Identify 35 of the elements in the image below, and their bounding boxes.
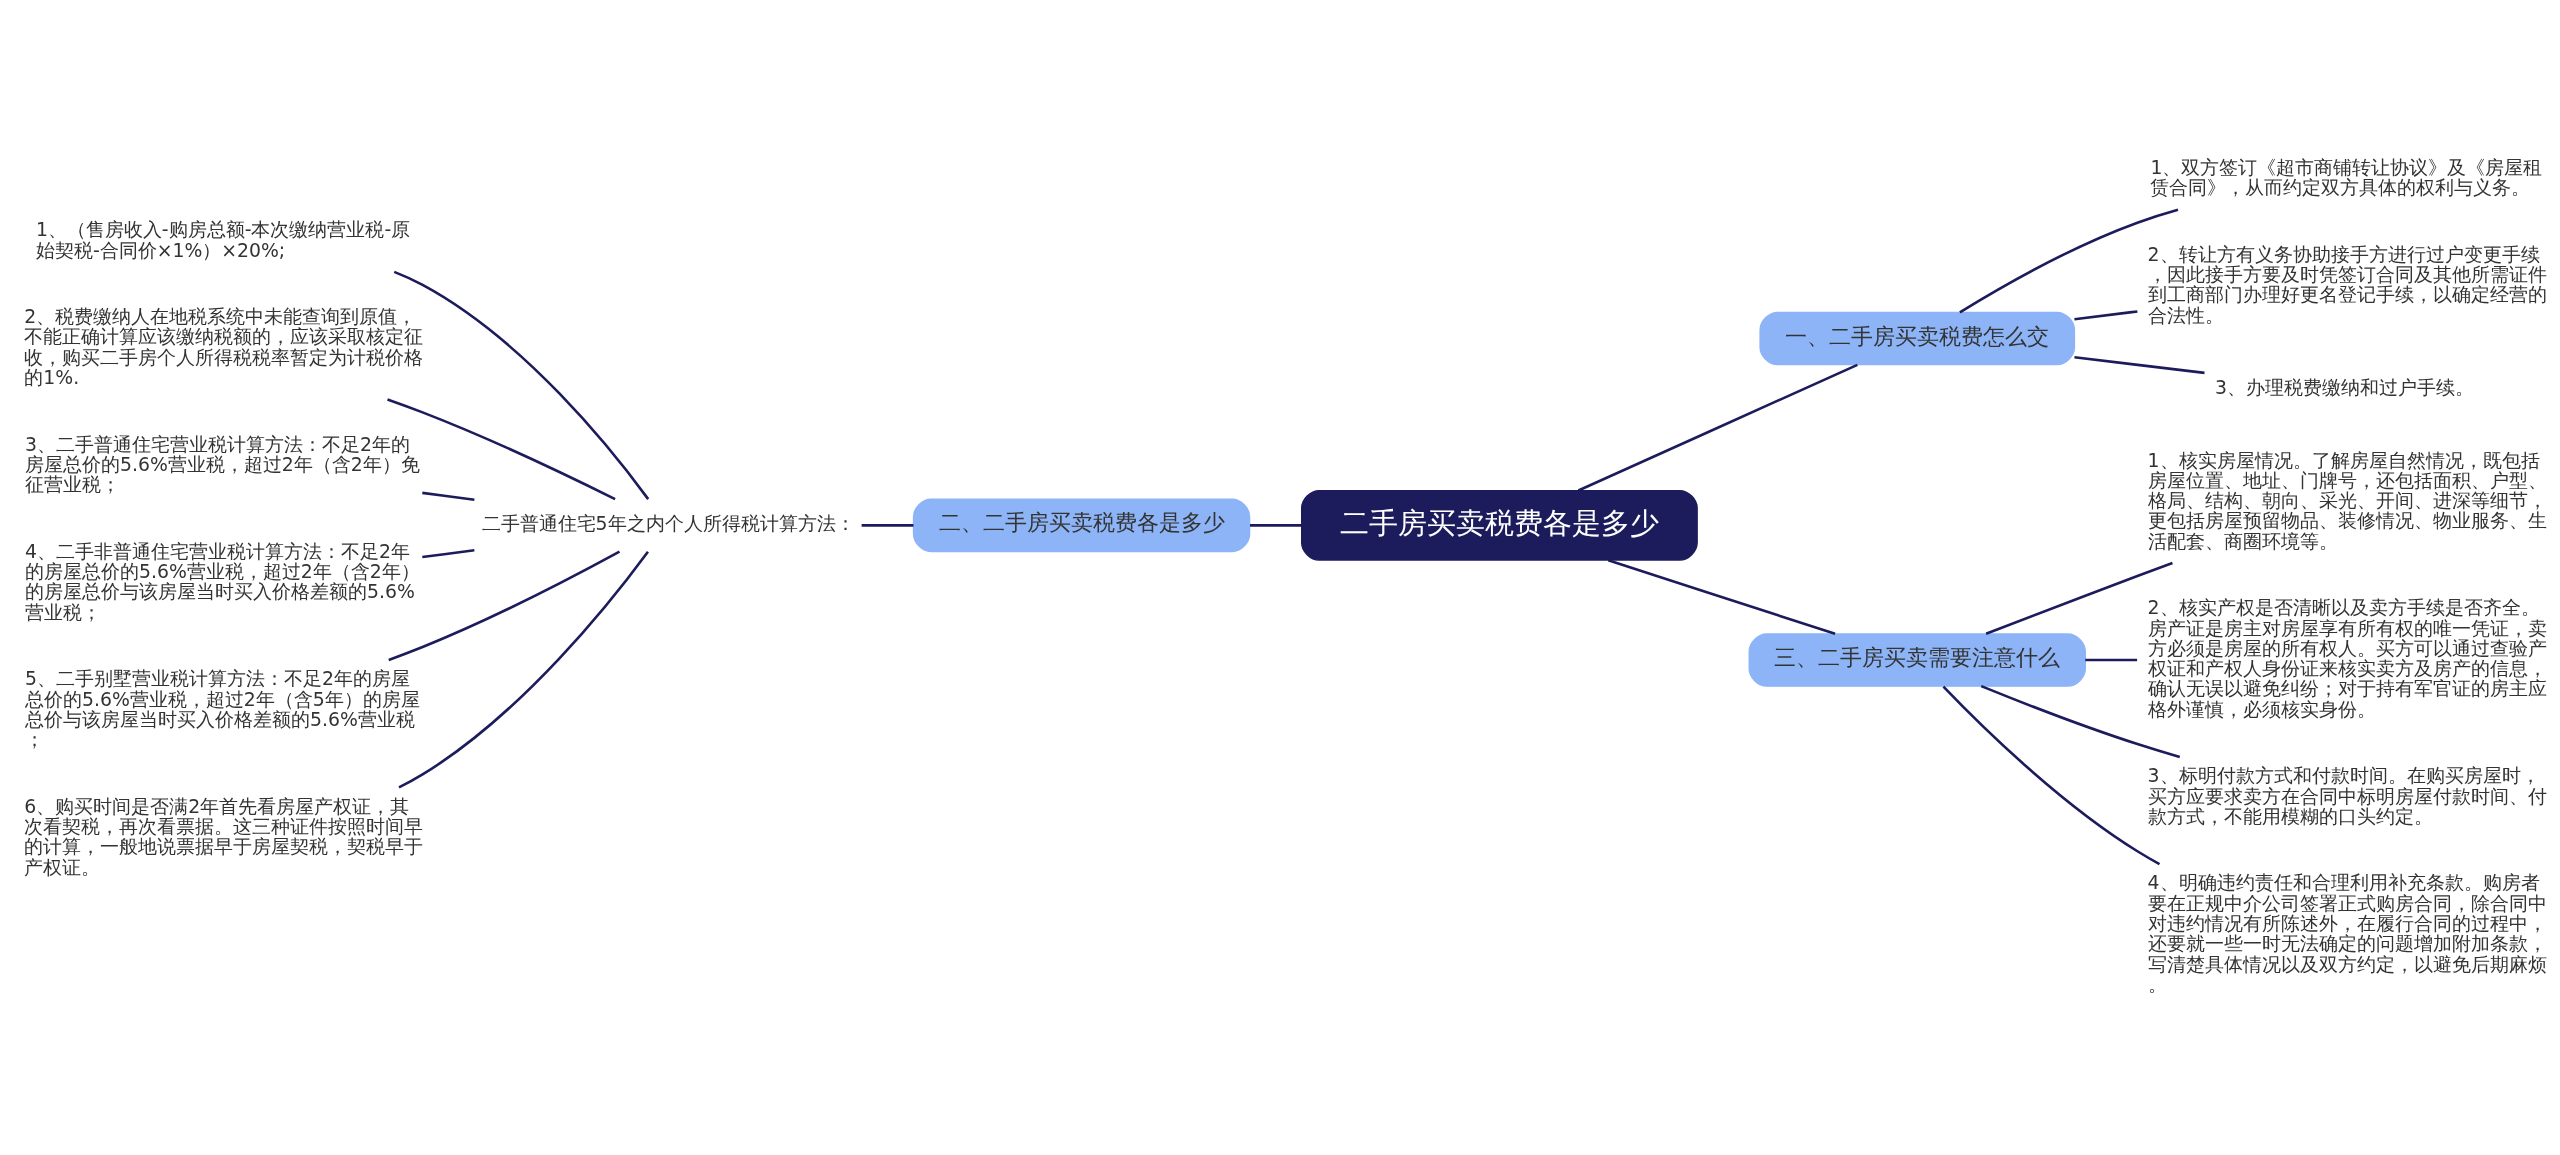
connector (1959, 208, 2179, 314)
node-text: 3、标明付款方式和付款时间。在购买房屋时，买方应要求卖方在合同中标明房屋付款时间、付款方式，不能用模糊的口头约定。 (2147, 765, 2547, 827)
node-text: 5、二手别墅营业税计算方法：不足2年的房屋总价的5.6%营业税，超过2年（含5年）的房屋总价与该房屋当时买入价格差额的5.6%营业税； (25, 668, 420, 751)
connector (393, 270, 650, 500)
connector (422, 491, 475, 502)
connector (861, 524, 914, 527)
node-text: 1、（售房收入-购房总额-本次缴纳营业税-原始契税-合同价×1%）×20%; (35, 219, 411, 261)
node-text: 1、双方签订《超市商铺转让协议》及《房屋租赁合同》，从而约定双方具体的权利与义务。 (2150, 156, 2543, 199)
connector (422, 549, 475, 559)
connector (2074, 355, 2205, 375)
node-text: 4、明确违约责任和合理利用补充条款。购房者要在正规中介公司签署正式购房合同，除合同中对违约情况有所陈述外，在履行合同的过程中，还要就一些一时无法确定的问题增加附加条款，写清楚具体情况以及双方约定，以避免后期麻烦。 (2147, 872, 2547, 995)
connector (387, 398, 616, 501)
node-text: 3、办理税费缴纳和过户手续。 (2214, 377, 2474, 399)
node-box: 二、二手房买卖税费各是多少 (912, 498, 1251, 553)
node-text: 2、转让方有义务协助接手方进行过户变更手续，因此接手方要及时凭签订合同及其他所需证件到工商部门办理好更名登记手续，以确定经营的合法性。 (2147, 243, 2547, 326)
node-box: 一、二手房买卖税费怎么交 (1759, 311, 2076, 366)
connector (2085, 658, 2138, 662)
connector (1985, 561, 2173, 636)
node-text: 2、核实产权是否清晰以及卖方手续是否齐全。房产证是房主对房屋享有所有权的唯一凭证，卖方必须是房屋的所有权人。买方可以通过查验产权证和产权人身份证来核实卖方及房产的信息，确认无误以避免纠纷；对于持有军官证的房主应格外谨慎，必须核实身份。 (2147, 597, 2547, 720)
node-text: 1、核实房屋情况。了解房屋自然情况，既包括房屋位置、地址、门牌号，还包括面积、户型、格局、结构、朝向、采光、开间、进深等细节，更包括房屋预留物品、装修情况、物业服务、生活配套、商圈环境等。 (2147, 449, 2547, 552)
connector (1980, 684, 2181, 759)
connector (1250, 524, 1302, 527)
connector (1577, 363, 1858, 492)
node-box: 二手房买卖税费各是多少 (1301, 489, 1698, 561)
node-text: 二手普通住宅5年之内个人所得税计算方法： (481, 513, 855, 535)
node-box: 三、二手房买卖需要注意什么 (1748, 633, 2086, 687)
connector (1942, 685, 2161, 866)
connector (388, 550, 621, 662)
node-text: 2、税费缴纳人在地税系统中未能查询到原值，不能正确计算应该缴纳税额的，应该采取核定征收，购买二手房个人所得税税率暂定为计税价格的1%. (24, 306, 424, 388)
node-text: 6、购买时间是否满2年首先看房屋产权证，其次看契税，再次看票据。这三种证件按照时间早的计算，一般地说票据早于房屋契税，契税早于产权证。 (24, 795, 424, 878)
connector (1607, 558, 1836, 636)
node-text: 3、二手普通住宅营业税计算方法：不足2年的房屋总价的5.6%营业税，超过2年（含2年）免征营业税； (25, 433, 420, 496)
connector (2074, 310, 2138, 321)
node-text: 4、二手非普通住宅营业税计算方法：不足2年的房屋总价的5.6%营业税，超过2年（含2年）的房屋总价与该房屋当时买入价格差额的5.6%营业税； (25, 540, 420, 623)
connector (398, 550, 649, 789)
